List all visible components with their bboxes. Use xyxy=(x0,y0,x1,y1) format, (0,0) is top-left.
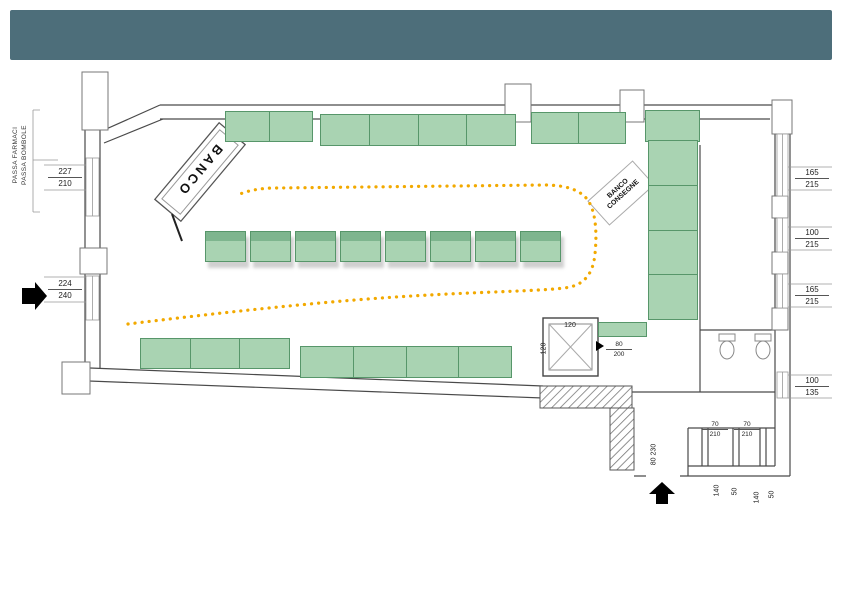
dim-value: 230 xyxy=(650,443,658,456)
dim-value: 100 xyxy=(805,376,819,385)
shelf-right-column xyxy=(648,140,698,320)
passa-farmaci-label: PASSA FARMACI xyxy=(12,126,19,184)
dim-entry-door-1: 70 210 xyxy=(702,420,728,439)
dim-right-window-2: 100 215 xyxy=(795,227,829,250)
dim-right-window-1: 165 215 xyxy=(795,167,829,190)
dim-entry-seg-1: 140 xyxy=(713,484,721,497)
entry-arrows xyxy=(22,282,675,504)
pen-icon xyxy=(171,213,183,242)
dim-value: 80 xyxy=(650,457,658,466)
hatched-walls xyxy=(539,385,635,471)
dim-value: 240 xyxy=(48,289,82,301)
wc-fixtures xyxy=(718,333,772,360)
passa-bombole-label: PASSA BOMBOLE xyxy=(21,125,28,185)
dim-value: 210 xyxy=(48,177,82,189)
dim-entry-door-2: 70 210 xyxy=(734,420,760,439)
consegne-desk xyxy=(587,160,655,226)
dim-right-window-4: 100 135 xyxy=(795,375,829,398)
dim-entry-seg-3: 140 xyxy=(753,491,761,504)
gondola-4 xyxy=(340,231,381,262)
shelf-bottom-right xyxy=(300,346,512,378)
shelf-corner-top xyxy=(645,110,700,142)
gondola-3 xyxy=(295,231,336,262)
dim-value: 70 xyxy=(743,421,751,428)
dim-right-window-3: 165 215 xyxy=(795,284,829,307)
gondola-6 xyxy=(430,231,471,262)
top-banner xyxy=(10,10,832,60)
customer-path xyxy=(126,183,598,326)
dimension-ticks xyxy=(32,109,832,399)
dim-value: 227 xyxy=(58,167,72,176)
passa-labels: PASSA FARMACI PASSA BOMBOLE xyxy=(11,95,29,215)
gondola-1 xyxy=(205,231,246,262)
shelf-top-middle xyxy=(320,114,516,146)
dim-value: 215 xyxy=(795,295,829,307)
main-entry-arrow xyxy=(649,482,675,504)
dim-value: 224 xyxy=(58,279,72,288)
shelf-top-right xyxy=(531,112,626,144)
dim-value: 200 xyxy=(606,349,632,359)
dim-value: 100 xyxy=(805,228,819,237)
dim-lift-depth: 120 xyxy=(540,342,548,355)
dim-value: 215 xyxy=(795,238,829,250)
gondola-5 xyxy=(385,231,426,262)
dim-left-window-top: 227 210 xyxy=(48,166,82,189)
dim-entry-seg-2: 50 xyxy=(731,487,739,496)
dim-lift-width: 120 xyxy=(564,322,576,329)
dim-value: 135 xyxy=(795,386,829,398)
side-entry-arrow xyxy=(22,282,47,310)
window-openings xyxy=(85,133,789,399)
gondola-8 xyxy=(520,231,561,262)
dim-entry-seg-4: 50 xyxy=(768,490,776,499)
dim-value: 165 xyxy=(805,285,819,294)
pilasters xyxy=(61,71,793,395)
dim-value: 70 xyxy=(711,421,719,428)
dim-left-window-bottom: 224 240 xyxy=(48,278,82,301)
dim-value: 210 xyxy=(702,429,728,439)
dim-value: 80 xyxy=(615,341,623,348)
dim-value: 215 xyxy=(795,178,829,190)
shelf-bottom-left xyxy=(140,338,290,369)
gondola-7 xyxy=(475,231,516,262)
gondola-2 xyxy=(250,231,291,262)
shelf-top-left xyxy=(225,111,313,142)
shelf-lift-side xyxy=(598,322,647,337)
dim-value: 210 xyxy=(734,429,760,439)
dim-side-door: 80 230 xyxy=(650,435,659,475)
dim-back-door: 80 200 xyxy=(606,340,632,359)
dim-value: 165 xyxy=(805,168,819,177)
door-dim-arrow xyxy=(596,341,604,351)
